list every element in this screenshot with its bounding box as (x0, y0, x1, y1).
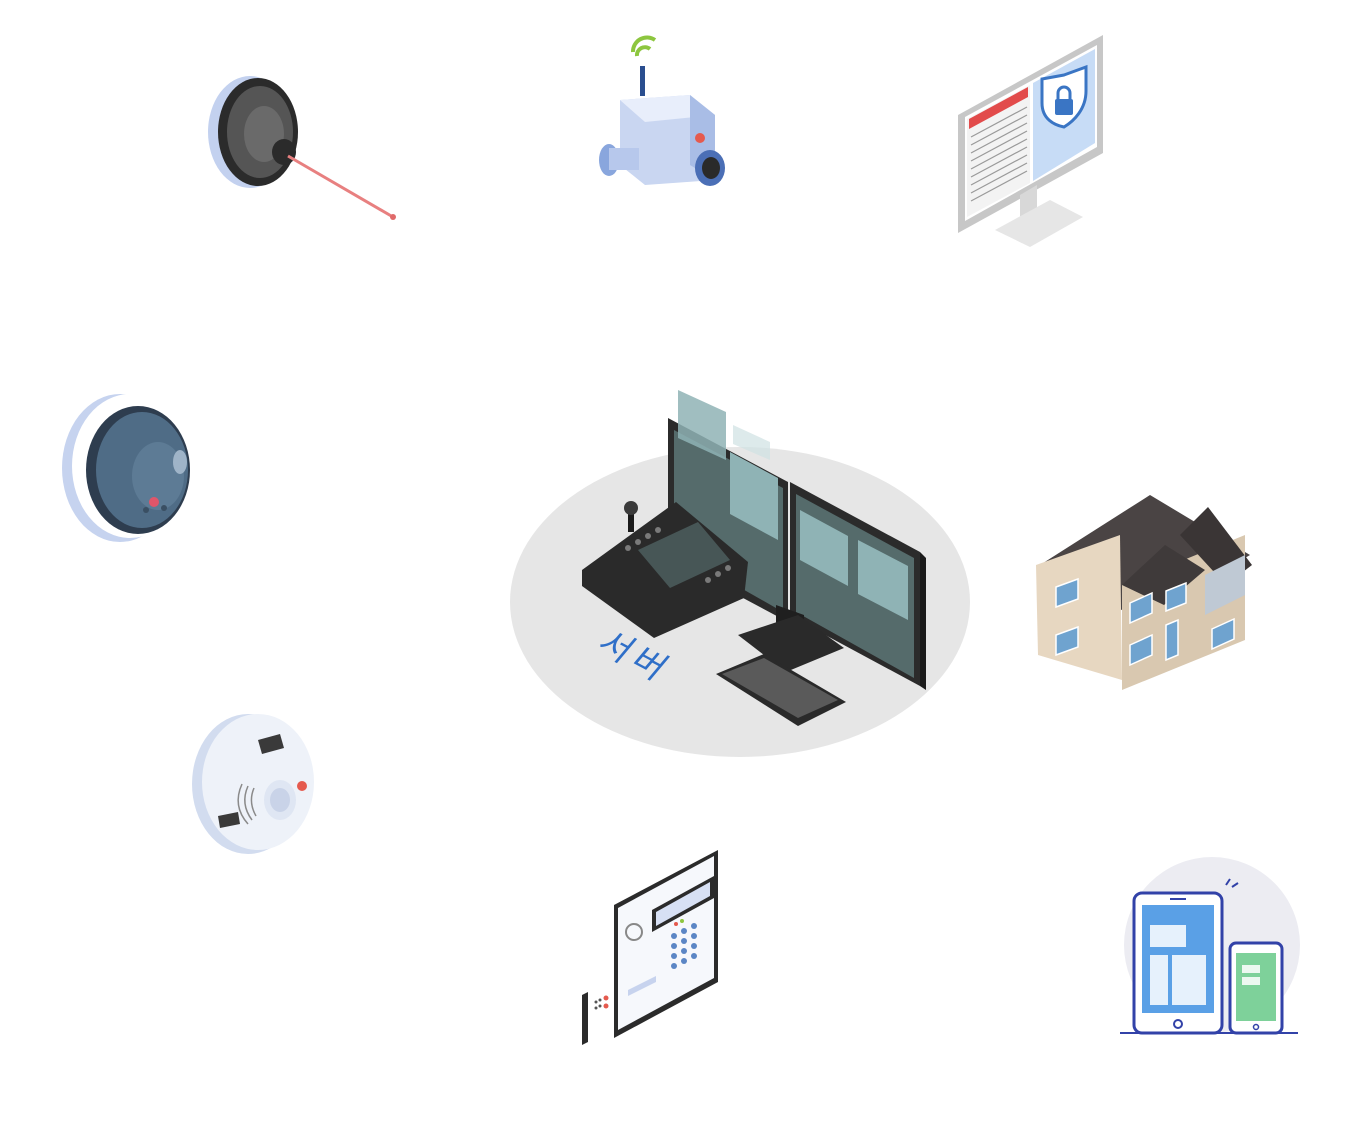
laser-sensor-icon (208, 76, 396, 220)
cctv-camera (595, 30, 735, 195)
smoke-detector (190, 708, 325, 858)
server-workstation-icon (510, 390, 970, 757)
house (1030, 495, 1255, 695)
house-icon (1036, 495, 1252, 690)
server-station (508, 390, 973, 760)
smoke-detector-icon (192, 714, 314, 854)
dome-camera (58, 390, 198, 545)
wifi-cctv-camera-icon (599, 35, 725, 186)
mobile-devices (1118, 855, 1303, 1040)
keypad-panel (578, 850, 728, 1045)
shield-lock-monitor-icon (958, 35, 1103, 247)
alarm-keypad-icon (582, 850, 718, 1045)
security-monitor (955, 35, 1110, 250)
dome-camera-icon (62, 394, 190, 542)
laser-sensor (200, 70, 410, 230)
tablet-phone-icon (1120, 857, 1300, 1035)
